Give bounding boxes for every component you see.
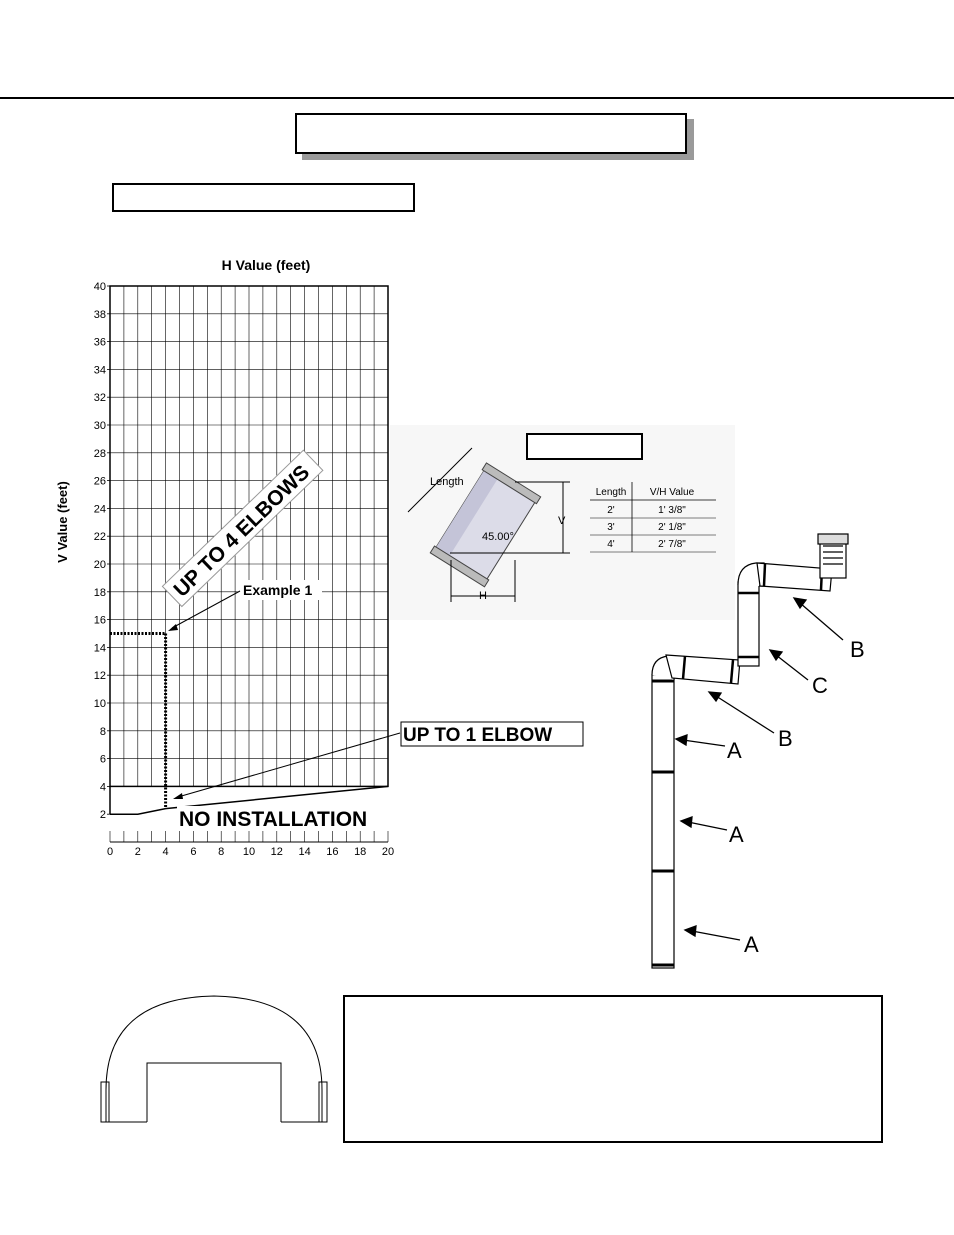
- x-tick-label: 8: [218, 846, 224, 858]
- arch-left-flange: [100, 1081, 110, 1123]
- y-tick-label: 34: [94, 364, 106, 376]
- y-tick-label: 20: [94, 559, 106, 571]
- lower-horizontal-pipe: [665, 654, 741, 685]
- callout-label: A: [727, 738, 742, 763]
- example-arrowhead: [168, 624, 178, 631]
- y-tick-label: 36: [94, 337, 106, 349]
- y-tick-label: 32: [94, 392, 106, 404]
- x-tick-label: 4: [163, 846, 169, 858]
- y-tick-label: 14: [94, 642, 106, 654]
- y-tick-label: 16: [94, 615, 106, 627]
- vh-table-cell: 2' 1/8": [658, 522, 686, 533]
- y-tick-label: 30: [94, 420, 106, 432]
- arch-outline: [105, 995, 323, 1122]
- y-tick-label: 12: [94, 670, 106, 682]
- example-label-bg: [238, 580, 322, 600]
- y-tick-label: 2: [100, 809, 106, 821]
- subsection-title-box: [112, 183, 415, 212]
- x-tick-label: 10: [243, 846, 255, 858]
- y-tick-label: 38: [94, 309, 106, 321]
- chart-grid: [109, 285, 389, 815]
- y-tick-label: 28: [94, 448, 106, 460]
- y-tick-label: 18: [94, 587, 106, 599]
- lower-leader: [177, 732, 401, 798]
- main-vertical-pipe: [651, 674, 675, 969]
- vh-table-cell: 2' 7/8": [658, 539, 686, 550]
- lower-arrowhead: [173, 793, 183, 799]
- y-tick-label: 24: [94, 503, 106, 515]
- chart-ylabel: V Value (feet): [55, 481, 70, 563]
- no-install-bg: [177, 806, 391, 830]
- arch-opening: [146, 1062, 282, 1122]
- upper-horizontal-pipe: [756, 562, 833, 592]
- x-tick-label: 6: [190, 846, 196, 858]
- vh-table-cell: 1' 3/8": [658, 505, 686, 516]
- header-rule: [0, 97, 954, 99]
- callout-label: B: [778, 726, 793, 751]
- arch-right-flange: [318, 1081, 328, 1123]
- y-tick-label: 6: [100, 754, 106, 766]
- chart-title: H Value (feet): [222, 257, 311, 273]
- callout-letters: B C B A A A: [727, 637, 865, 957]
- example-leader: [171, 590, 241, 629]
- section-title-box: [295, 113, 687, 154]
- vh-table-cell: 4': [607, 539, 615, 550]
- vh-table-cell: 2': [607, 505, 615, 516]
- y-tick-label: 22: [94, 531, 106, 543]
- example-label: Example 1: [243, 582, 312, 598]
- h-label: H: [479, 590, 487, 602]
- y-tick-label: 40: [94, 281, 106, 293]
- lower-region-label: UP TO 1 ELBOW: [403, 725, 552, 746]
- callout-label: A: [744, 932, 759, 957]
- x-tick-label: 16: [326, 846, 338, 858]
- y-tick-label: 10: [94, 698, 106, 710]
- angle-label: 45.00°: [482, 531, 514, 543]
- middle-vertical-pipe: [737, 581, 760, 667]
- chart-marks: [110, 632, 389, 815]
- vh-table-cell: 3': [607, 522, 615, 533]
- no-install-label: NO INSTALLATION: [179, 808, 367, 831]
- callout-label: B: [850, 637, 865, 662]
- x-tick-label: 20: [382, 846, 394, 858]
- y-tick-label: 4: [100, 781, 106, 793]
- lower-region-label-box: [400, 721, 584, 747]
- length-dim-line: [407, 447, 473, 513]
- v-label: V: [558, 515, 566, 527]
- callout-label: C: [812, 673, 828, 698]
- y-tick-label: 8: [100, 726, 106, 738]
- pipe-callouts: [674, 597, 844, 941]
- pipe-assembly: [651, 533, 849, 969]
- reference-box: [526, 433, 643, 460]
- elbow-diagram: Length 45.00° V H Length V/H Value 2' 1'…: [390, 425, 735, 620]
- note-box: [343, 995, 883, 1143]
- x-tick-label: 18: [354, 846, 366, 858]
- x-tick-label: 0: [107, 846, 113, 858]
- x-tick-label: 12: [271, 846, 283, 858]
- vh-table: Length V/H Value 2' 1' 3/8" 3' 2' 1/8" 4…: [590, 482, 716, 553]
- arch-cross-section: [100, 995, 328, 1123]
- length-label: Length: [430, 476, 464, 488]
- vh-table-header-value: V/H Value: [650, 487, 695, 498]
- callout-label: A: [729, 822, 744, 847]
- x-tick-label: 14: [298, 846, 310, 858]
- min-height-boundary: [110, 785, 389, 815]
- y-tick-label: 26: [94, 476, 106, 488]
- vh-table-header-length: Length: [596, 487, 627, 498]
- x-tick-label: 2: [135, 846, 141, 858]
